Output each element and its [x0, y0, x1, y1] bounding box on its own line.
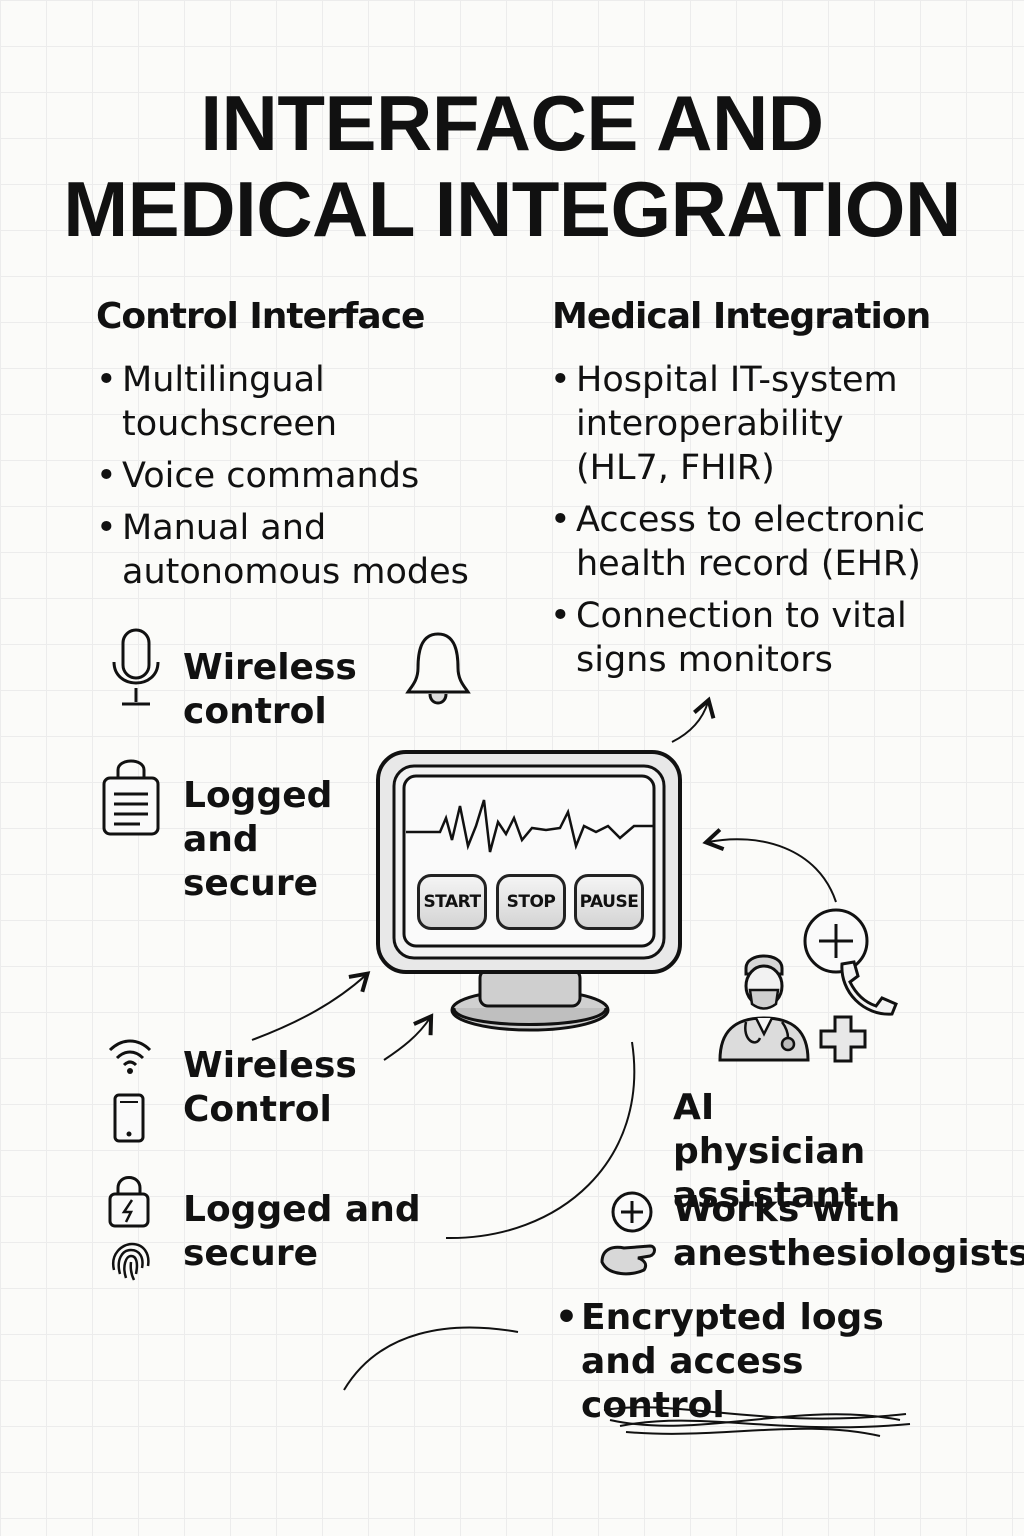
title-line-2: MEDICAL INTEGRATION [63, 165, 961, 253]
padlock-icon [106, 1172, 152, 1230]
wireless-control-label: Wireless control [183, 647, 357, 732]
medical-cross-icon [818, 1014, 868, 1064]
fingerprint-icon [108, 1240, 152, 1284]
control-interface-list: Multilingual touchscreen Voice commands … [96, 358, 516, 602]
medical-integration-list: Hospital IT-system interoperability (HL7… [550, 358, 940, 690]
list-item: Hospital IT-system interoperability (HL7… [550, 358, 940, 490]
list-item: Multilingual touchscreen [96, 358, 516, 446]
medical-integration-heading: Medical Integration [552, 296, 931, 337]
stop-button[interactable]: STOP [496, 874, 566, 930]
plus-circle-icon [801, 906, 871, 976]
page-title: INTERFACE AND MEDICAL INTEGRATION [0, 80, 1024, 252]
list-item: Manual and autonomous modes [96, 506, 516, 594]
bell-icon [404, 628, 472, 708]
list-item: Connection to vital signs monitors [550, 594, 940, 682]
arrow-wireless-2 [383, 1013, 434, 1061]
list-item: Access to electronic health record (EHR) [550, 498, 940, 586]
arrow-to-medical [671, 696, 716, 743]
list-item: Encrypted logs and access control [555, 1296, 935, 1428]
wifi-icon [106, 1036, 154, 1076]
pause-button[interactable]: PAUSE [574, 874, 644, 930]
list-item: Voice commands [96, 454, 516, 498]
start-button[interactable]: START [417, 874, 487, 930]
ai-physician-assistant-label: AI physician assistant [673, 1087, 866, 1216]
telephone-icon [834, 958, 898, 1018]
ecg-waveform [406, 799, 654, 853]
curve-bottom [343, 1326, 519, 1391]
phone-icon [112, 1092, 146, 1144]
wireless-control-label-2: Wireless Control [183, 1045, 357, 1130]
title-line-1: INTERFACE AND [200, 79, 824, 167]
control-interface-heading: Control Interface [96, 296, 425, 337]
locked-document-icon [100, 754, 162, 838]
logged-secure-label-2: Logged and secure [183, 1189, 421, 1274]
encrypted-list: Encrypted logs and access control [555, 1296, 935, 1436]
physician-icon [716, 948, 812, 1064]
arrow-wireless-1 [251, 971, 371, 1041]
microphone-icon [106, 626, 166, 710]
works-with-anesthesiologists-label: Works with anesthesiologists [673, 1189, 1024, 1274]
hand-plus-icon [598, 1190, 662, 1280]
arrow-from-ai [702, 828, 837, 903]
logged-secure-label: Logged and secure [183, 775, 333, 904]
